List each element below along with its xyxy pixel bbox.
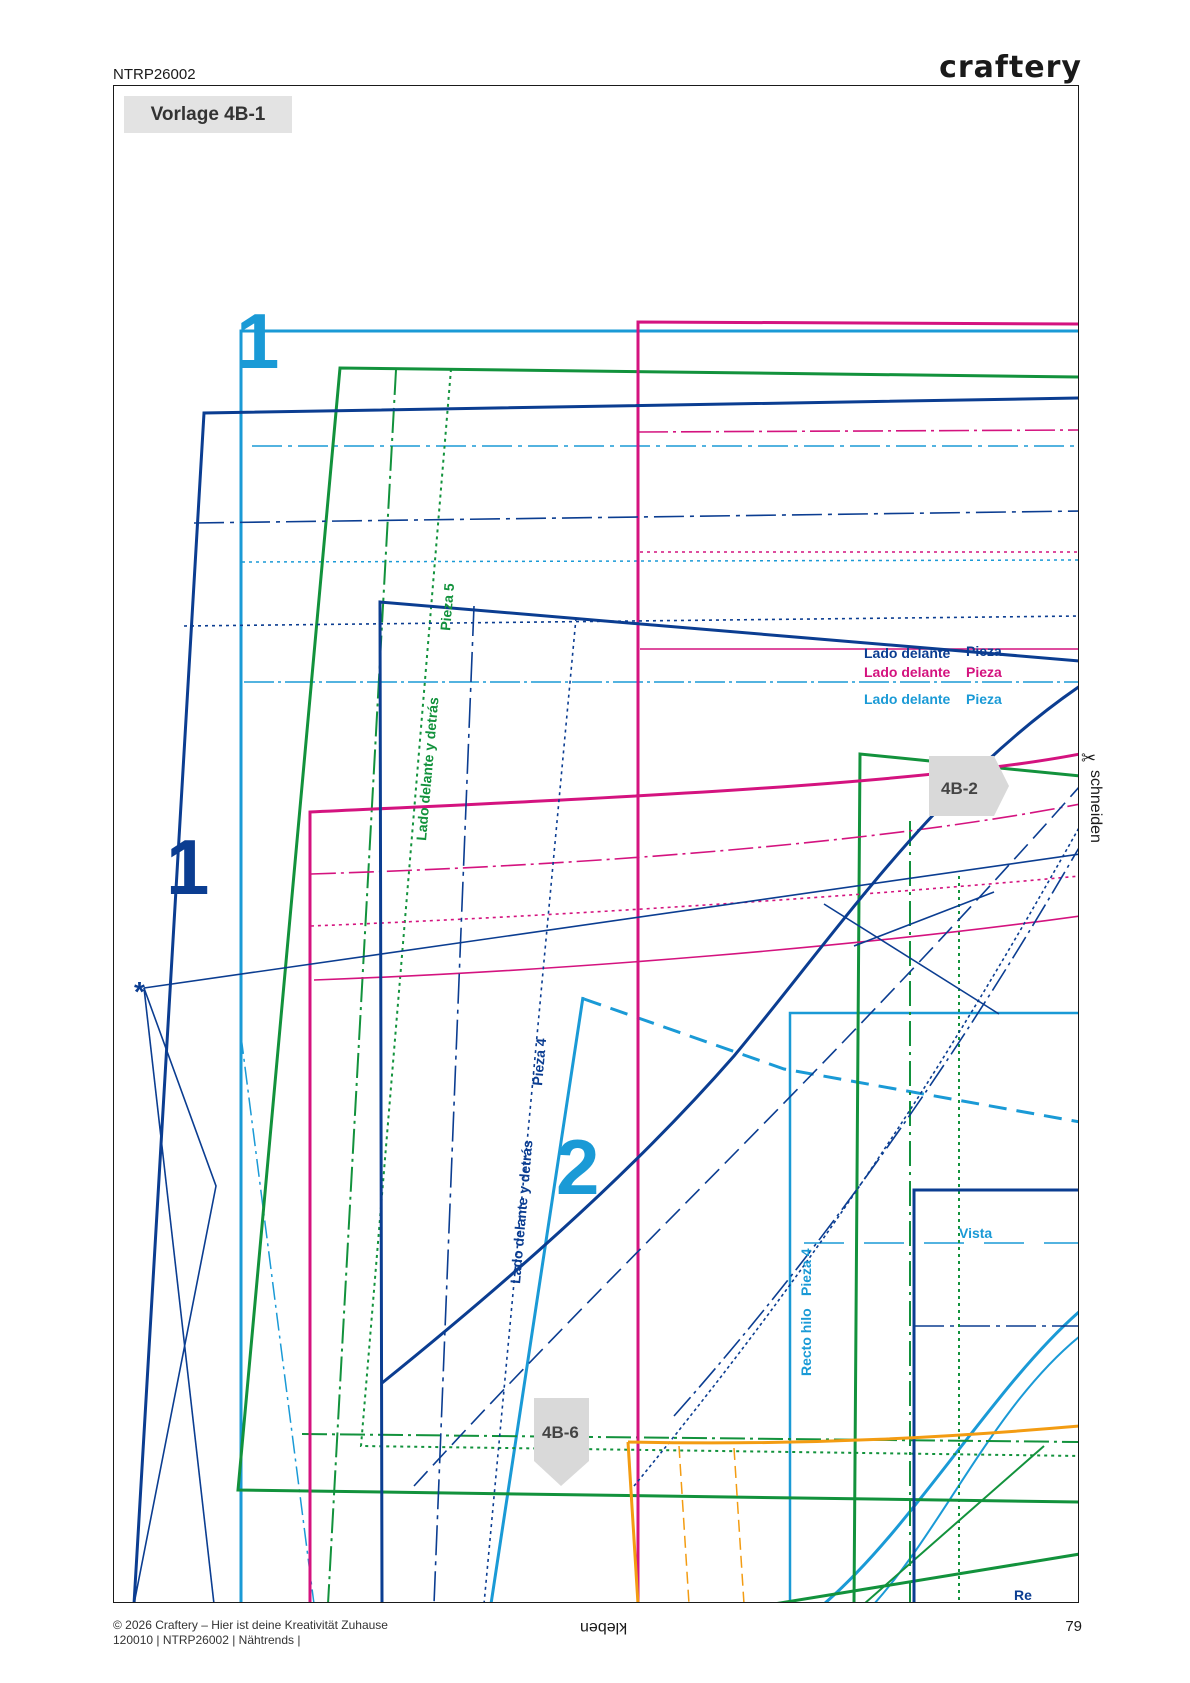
label-lado-navy-vertical: Lado delante y detrás bbox=[507, 1139, 536, 1284]
pattern-sheet: * 1 1 2 4B-2 4B-6 Lado delante Pieza Lad… bbox=[113, 85, 1079, 1603]
footer-ids: 120010 | NTRP26002 | Nähtrends | bbox=[113, 1633, 301, 1647]
page-number: 79 bbox=[1065, 1618, 1082, 1635]
scissors-icon: ✂ bbox=[1081, 748, 1097, 768]
label-pieza4-cyan: Pieza 4 bbox=[798, 1248, 814, 1296]
label-pieza-navy: Pieza bbox=[966, 643, 1002, 659]
label-lado-cyan: Lado delante bbox=[864, 691, 951, 707]
document-code: NTRP26002 bbox=[113, 66, 196, 83]
marker-4b6-shape bbox=[534, 1398, 589, 1486]
label-pieza5: Pieza 5 bbox=[437, 582, 457, 631]
glue-instruction: kleben bbox=[580, 1619, 628, 1636]
label-recto-hilo: Recto hilo bbox=[798, 1308, 814, 1376]
label-pieza-cyan: Pieza bbox=[966, 691, 1002, 707]
marker-4b2: 4B-2 bbox=[941, 779, 978, 798]
pattern-drawing: * 1 1 2 4B-2 4B-6 Lado delante Pieza Lad… bbox=[132, 297, 1078, 1603]
label-vista: Vista bbox=[959, 1225, 992, 1241]
label-lado-navy: Lado delante bbox=[864, 645, 951, 661]
piece-number-1-navy: 1 bbox=[166, 823, 209, 911]
piece-number-2: 2 bbox=[556, 1123, 599, 1211]
label-pieza4: Pieza 4 bbox=[529, 1037, 549, 1086]
label-lado-magenta: Lado delante bbox=[864, 664, 951, 680]
piece-number-1-cyan: 1 bbox=[236, 297, 279, 385]
footer-info: © 2026 Craftery – Hier ist deine Kreativ… bbox=[113, 1618, 388, 1648]
footer-copyright: © 2026 Craftery – Hier ist deine Kreativ… bbox=[113, 1618, 388, 1632]
cyan-outline bbox=[239, 329, 1078, 1602]
marker-4b2-shape bbox=[929, 756, 1009, 816]
marker-4b6: 4B-6 bbox=[542, 1423, 579, 1442]
asterisk-mark: * bbox=[134, 976, 145, 1007]
cut-instruction: schneiden bbox=[1087, 770, 1104, 843]
label-re: Re bbox=[1014, 1587, 1032, 1603]
brand-logo: craftery bbox=[939, 50, 1082, 85]
template-label: Vorlage 4B-1 bbox=[124, 96, 292, 133]
label-pieza-magenta: Pieza bbox=[966, 664, 1002, 680]
